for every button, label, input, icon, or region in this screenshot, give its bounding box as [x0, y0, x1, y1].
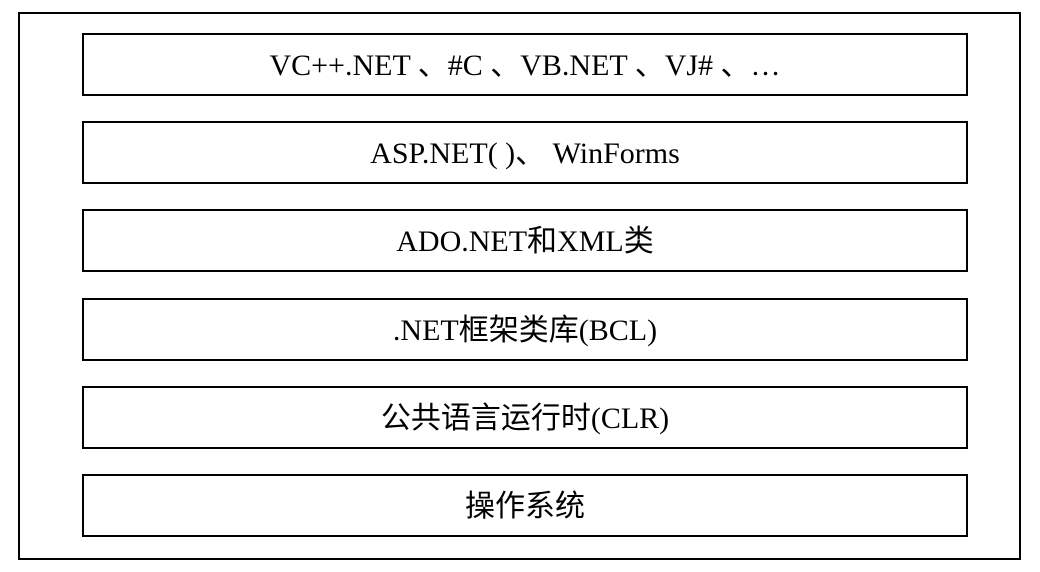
- diagram-outer-frame: [18, 12, 1021, 560]
- layer-asp-winforms: ASP.NET( )、 WinForms: [82, 121, 968, 184]
- layer-operating-system-label: 操作系统: [465, 489, 585, 523]
- layer-bcl: .NET框架类库(BCL): [82, 298, 968, 361]
- layer-bcl-label: .NET框架类库(BCL): [392, 313, 658, 347]
- layer-ado-xml: ADO.NET和XML类: [82, 209, 968, 272]
- layer-asp-winforms-label: ASP.NET( )、 WinForms: [370, 136, 680, 170]
- layer-clr: 公共语言运行时(CLR): [82, 386, 968, 449]
- layer-languages: VC++.NET 、#C 、VB.NET 、VJ# 、…: [82, 33, 968, 96]
- layer-ado-xml-label: ADO.NET和XML类: [396, 224, 654, 258]
- layer-languages-label: VC++.NET 、#C 、VB.NET 、VJ# 、…: [269, 48, 781, 82]
- layer-clr-label: 公共语言运行时(CLR): [380, 401, 670, 435]
- layer-operating-system: 操作系统: [82, 474, 968, 537]
